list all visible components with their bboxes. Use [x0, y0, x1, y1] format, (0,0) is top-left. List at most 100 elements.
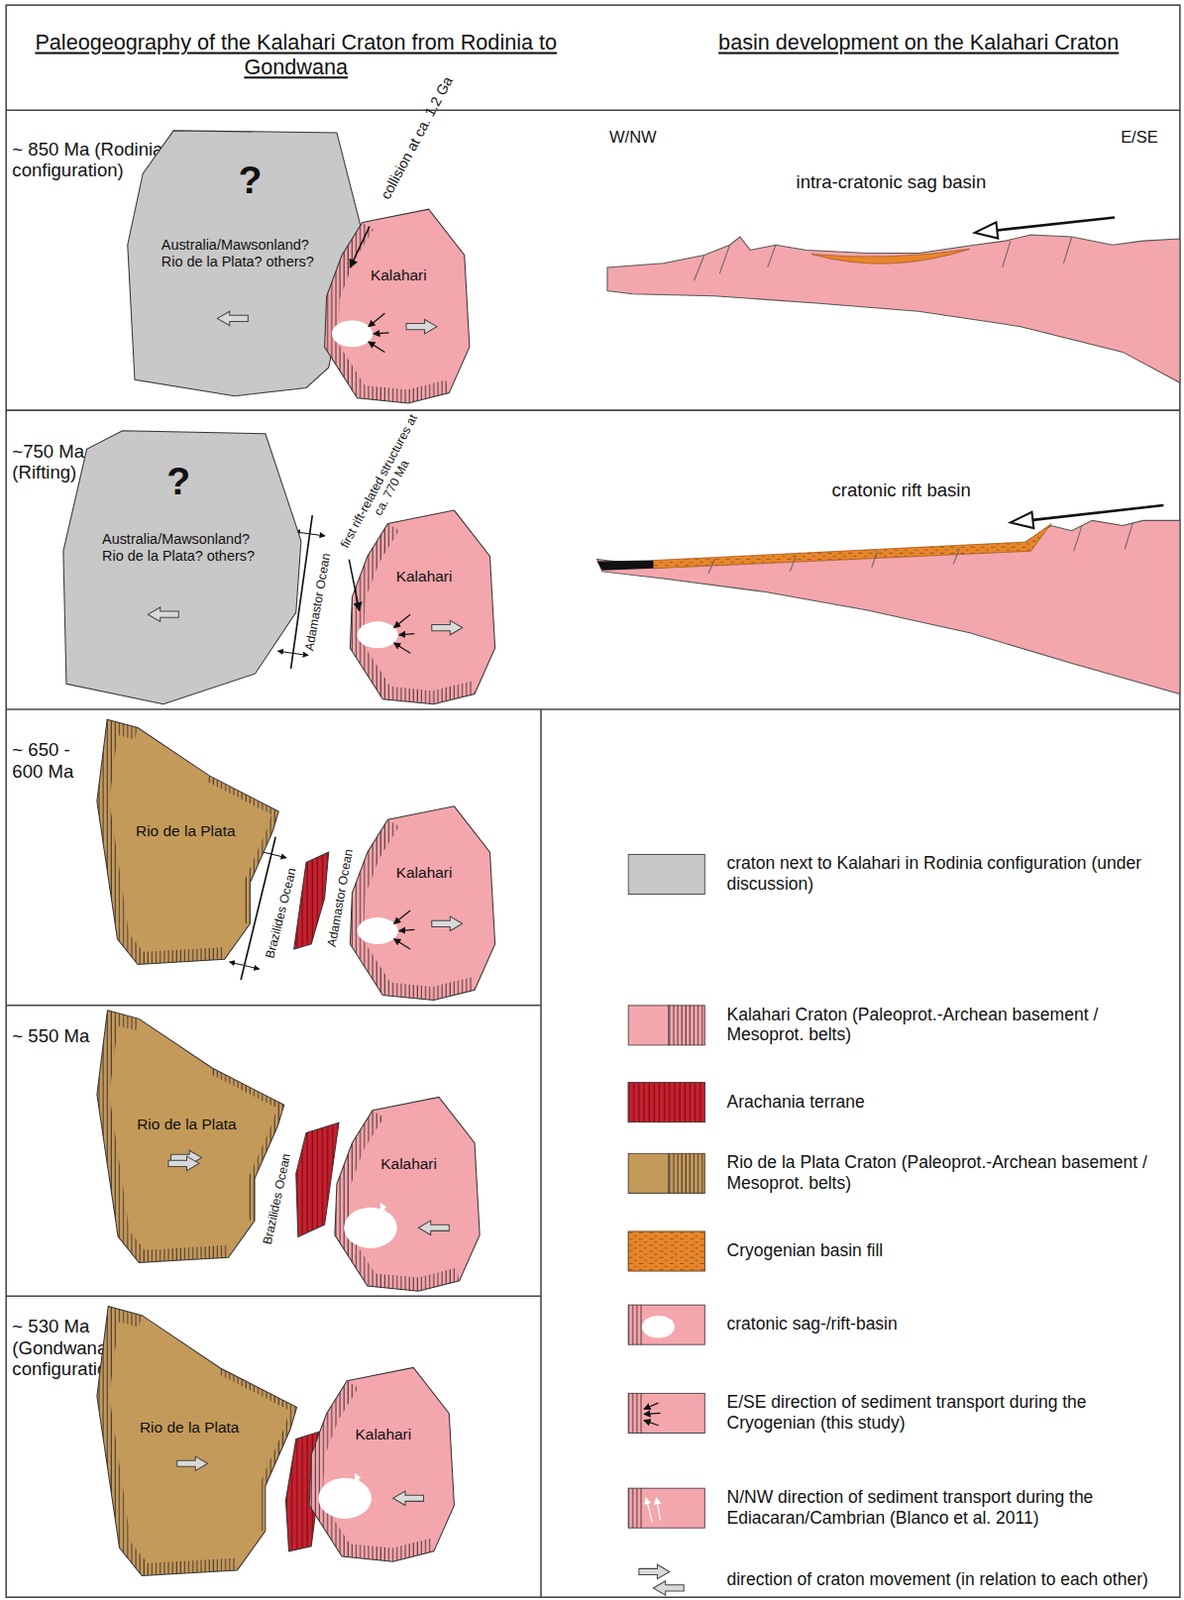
craton-name: Australia/Mawsonland? Rio de la Plata? o… — [161, 236, 333, 270]
swatch-blob — [642, 1315, 675, 1339]
craton-border — [97, 1306, 298, 1577]
sediment-arrow — [394, 614, 411, 628]
transport-arrow — [996, 216, 1115, 230]
legend-swatch — [628, 1304, 706, 1346]
craton-shape: Kalahari — [329, 1094, 484, 1294]
movement-arrow — [393, 1491, 425, 1506]
craton-outline — [319, 207, 473, 407]
craton-name: Rio de la Plata — [135, 821, 259, 840]
legend-swatch — [628, 1081, 706, 1123]
heading: Paleogeography of the Kalahari Craton fr… — [30, 30, 562, 81]
time-label: ~ 650 - 600 Ma — [11, 740, 105, 783]
legend-text: Cryogenian basin fill — [726, 1240, 1161, 1262]
craton-outline — [329, 1094, 484, 1294]
swatch-arrow — [644, 1413, 660, 1415]
mesoproterozoic-belt — [209, 775, 279, 924]
direction-label: E/SE — [1120, 128, 1159, 148]
time-panel: ~ 650 - 600 Ma Rio de la PlataKalahari — [7, 709, 541, 1006]
sediment-arrow — [356, 1231, 373, 1248]
sediment-arrow — [373, 332, 389, 334]
basin-label: cratonic rift basin — [832, 479, 971, 501]
basin-blob — [357, 917, 399, 945]
legend-text: craton next to Kalahari in Rodinia confi… — [726, 854, 1161, 896]
legend-swatch — [628, 1005, 706, 1047]
legend-row: Rio de la Plata Craton (Paleoprot.-Arche… — [628, 1153, 1162, 1195]
sediment-arrow — [366, 1211, 381, 1239]
craton-name: Rio de la Plata — [139, 1418, 263, 1437]
legend-swatch — [628, 1153, 706, 1194]
fault-tick — [1124, 522, 1133, 549]
panel-divider — [5, 708, 1181, 711]
legend-text: E/SE direction of sediment transport dur… — [726, 1393, 1161, 1435]
sediment-arrow — [394, 643, 411, 653]
legend-swatch — [628, 854, 706, 895]
craton-name: Kalahari — [370, 266, 452, 285]
movement-arrow — [418, 1220, 449, 1235]
panel-divider — [5, 409, 1181, 412]
craton-name: Kalahari — [380, 1154, 462, 1173]
swatch-arrow — [644, 1402, 658, 1409]
craton-shape: Kalahari — [304, 1365, 458, 1565]
craton-section — [597, 520, 1181, 694]
craton-outline — [95, 717, 284, 967]
craton-border — [349, 806, 495, 1001]
ocean-label: Adamastor Ocean — [303, 552, 334, 653]
legend-swatch — [628, 1488, 706, 1529]
legend-row: Cryogenian basin fill — [628, 1230, 1162, 1272]
swatch-fill — [628, 1005, 706, 1047]
swatch-fill — [628, 1230, 706, 1272]
swatch-border — [628, 1081, 705, 1122]
craton-fill — [97, 719, 279, 965]
spreading-arrow — [277, 650, 309, 655]
swatch-border — [628, 1304, 705, 1345]
craton-border — [63, 430, 302, 705]
sediment-arrow — [394, 939, 411, 950]
basin-fill — [811, 248, 970, 264]
legend-text: cratonic sag-/rift-basin — [726, 1314, 1161, 1336]
craton-shape: Kalahari — [344, 804, 499, 1004]
craton-name: Rio de la Plata — [136, 1115, 260, 1134]
question-mark: ? — [224, 158, 277, 204]
movement-arrow — [216, 311, 248, 325]
frame — [5, 4, 1181, 1598]
legend-row: craton next to Kalahari in Rodinia confi… — [628, 854, 1162, 896]
movement-arrow — [168, 1156, 200, 1171]
legend-text: Arachania terrane — [726, 1091, 1161, 1113]
swatch-fill — [628, 1153, 706, 1194]
legend-row: N/NW direction of sediment transport dur… — [628, 1488, 1162, 1530]
sediment-arrow — [399, 929, 415, 931]
time-panel: ~ 850 Ma (Rodinia configuration)?Austral… — [7, 109, 592, 411]
direction-label: W/NW — [609, 128, 657, 148]
swatch-hatch — [628, 1304, 643, 1346]
swatch-border — [628, 1005, 705, 1046]
legend-swatch — [628, 1230, 706, 1272]
basin-label: intra-cratonic sag basin — [796, 171, 987, 193]
swatch-texture — [628, 1230, 706, 1272]
legend-row: cratonic sag-/rift-basin — [628, 1304, 1162, 1346]
craton-border — [127, 130, 366, 397]
movement-arrow — [177, 1456, 209, 1471]
swatch-border — [628, 1154, 705, 1194]
movement-arrow — [147, 607, 179, 622]
swatch-hatch — [628, 1488, 643, 1529]
sediment-arrow — [368, 313, 385, 326]
swatch-border — [628, 1231, 705, 1272]
swatch-hatch — [668, 1005, 706, 1047]
craton-fill — [127, 130, 366, 397]
transport-arrow-head — [1010, 512, 1034, 529]
craton-name: Kalahari — [396, 863, 478, 882]
rift-tip — [597, 560, 654, 571]
swatch-arrow — [655, 1498, 660, 1521]
legend-text: direction of craton movement (in relatio… — [726, 1569, 1161, 1591]
craton-fill — [324, 209, 470, 404]
sediment-arrow — [354, 1474, 367, 1500]
panel-divider — [5, 1295, 541, 1298]
swatch-fill — [628, 1488, 706, 1529]
pointer-arrow — [349, 226, 370, 268]
legend-row: direction of craton movement (in relatio… — [628, 1559, 1162, 1600]
craton-fill — [63, 430, 302, 705]
transport-arrow-head — [974, 221, 998, 238]
sediment-arrow — [380, 1203, 393, 1229]
legend-text: Kalahari Craton (Paleoprot.-Archean base… — [726, 1004, 1161, 1047]
craton-shape: Kalahari — [319, 207, 473, 407]
